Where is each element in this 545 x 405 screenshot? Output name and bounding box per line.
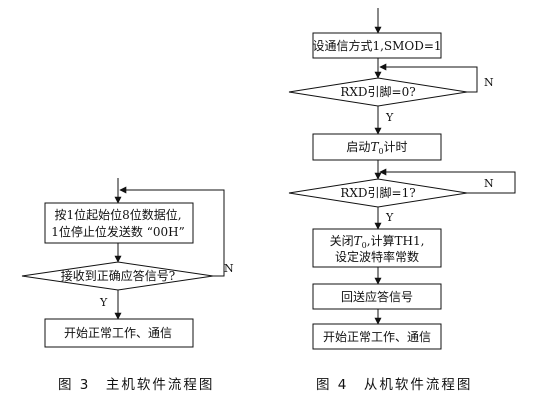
fig4-decision2-label: RXD引脚=1? [340,185,415,200]
fig3-caption: 图 3 主机软件流程图 [58,377,214,393]
fig4-no1-label: N [484,76,494,89]
fig4-reply-box [312,283,442,310]
fig4-calc-box [312,228,442,268]
fig4-setup-label: 设通信方式1,SMOD=1 [312,38,441,53]
fig4-loop1-no [379,63,478,93]
fig3-loop-no-line [119,186,225,277]
fig4-decision1-label: RXD引脚=0? [340,84,415,99]
fig4-decision2-diamond [288,178,468,208]
fig4-no2-label: N [484,177,494,190]
fig3-send-box [44,202,194,244]
fig4-caption: 图 4 从机软件流程图 [316,377,472,393]
fig3-decision-label: 接收到正确应答信号? [61,268,175,283]
fig4-start-label: 开始正常工作、通信 [323,330,431,344]
fig4-setup-box [312,32,442,59]
fig3-box1-line1: 按1位起始位8位数据位, [54,207,181,222]
fig4-yes2-label: Y [385,211,394,224]
fig4-start-timer-label: 启动T0计时 [346,140,407,156]
fig4-reply-label: 回送应答信号 [341,289,413,304]
fig3-texts: 按1位起始位8位数据位, 1位停止位发送数 “00H” 接收到正确应答信号? N… [51,207,234,340]
fig4-texts: 设通信方式1,SMOD=1 RXD引脚=0? N Y 启动T0计时 RXD引脚=… [312,38,494,344]
fig3-flowchart [21,178,225,348]
fig3-yes-label: Y [99,296,108,309]
fig3-box1-line2: 1位停止位发送数 “00H” [51,224,184,239]
fig4-start-box [312,323,442,350]
fig4-start-timer-box [312,133,442,161]
fig4-decision1-diamond [288,77,468,107]
fig3-decision-diamond [21,261,214,291]
fig3-start-box [44,318,194,348]
fig4-yes1-label: Y [385,111,394,124]
fig4-calc-line2: 设定波特率常数 [335,249,419,264]
fig4-loop2-no [379,168,516,194]
fig4-calc-line1: 关闭T0,计算TH1, [330,233,425,250]
fig4-flowchart [288,8,516,350]
fig3-no-label: N [224,262,234,275]
fig3-start-label: 开始正常工作、通信 [64,326,172,340]
